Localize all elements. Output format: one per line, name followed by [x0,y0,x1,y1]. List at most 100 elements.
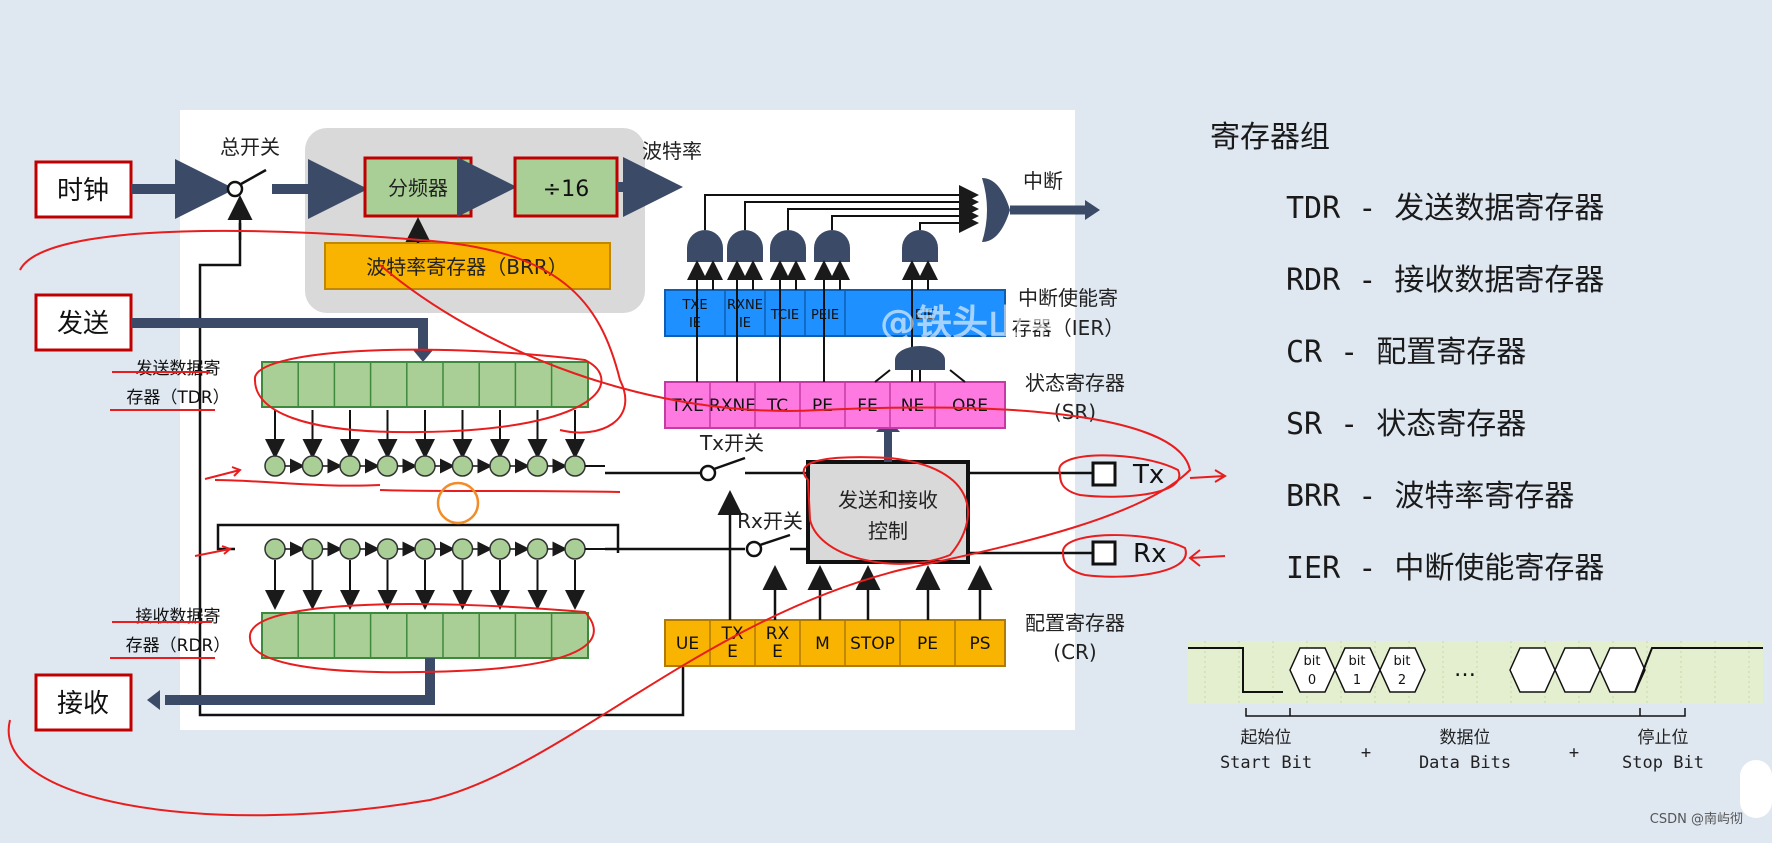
side-handle[interactable] [1740,760,1772,818]
shift-bit [564,455,586,477]
stop-bit-en: Stop Bit [1622,753,1704,773]
interrupt-label: 中断 [1023,169,1063,193]
baud-rate-label: 波特率 [642,139,702,163]
shift-bit [564,538,586,560]
send-label: 发送 [57,309,109,339]
ue-control-line [198,223,685,717]
bit-cell [1599,647,1646,693]
plus-2: + [1569,743,1579,763]
ier-cell-2: TCIE [770,308,799,323]
sr-label-line1: 状态寄存器 [1025,371,1125,395]
shift-bit [339,455,361,477]
clock-label: 时钟 [57,176,109,206]
stop-bit-wave [1634,647,1763,693]
rx-switch-blade [759,533,791,547]
send-arrowhead [413,350,433,362]
sr-cell-4: FE [857,396,878,416]
shift-bit [301,538,324,560]
registers-title: 寄存器组 [1210,120,1330,155]
shift-bit [376,538,399,560]
tdr-label-line1: 发送数据寄 [136,359,221,379]
watermark: @铁头山羊 [880,303,1060,344]
ier-cell-1: IE [739,316,751,331]
and-gate [770,230,806,262]
ier-cell-4: EIE [915,308,935,323]
interrupt-wire [919,213,979,233]
sr-cell-3: PE [812,396,833,416]
ier-label-line2: 存器（IER） [1012,316,1124,340]
sr-cell-5: NE [901,396,924,416]
or-gate-ne [895,346,945,370]
brr-register [324,242,611,290]
start-bit-cn: 起始位 [1241,728,1292,748]
or-gate [982,178,1010,242]
rx-switch-node [745,540,763,558]
and-gate [902,230,938,262]
interrupt-gates [687,185,993,620]
sr-cell-2: TC [766,396,788,416]
cr-cell-2: E [772,642,783,662]
tx-pin [1091,461,1117,487]
ier-body [664,289,1006,337]
register-item-5: IER - 中断使能寄存器 [1286,551,1604,586]
div16-box [513,156,619,218]
shift-bit [526,538,549,560]
and-gate [727,230,763,262]
bit-label-2: bit [1394,654,1411,669]
register-item-2: CR - 配置寄存器 [1286,335,1526,370]
send-arrow [131,318,428,350]
tx-shift-register [264,410,605,477]
rdr-label-line1: 接收数据寄 [136,607,221,627]
master-switch-label: 总开关 [220,135,280,159]
rx-pin [1091,540,1117,566]
div16-label: ÷16 [543,177,589,202]
brr-label: 波特率寄存器（BRR） [366,255,568,279]
start-bit-wave [1188,647,1283,693]
interrupt-arrowhead [1085,200,1100,220]
cr-cell-2: RX [766,624,790,644]
ier-cell-0: IE [689,316,701,331]
shift-bit [414,538,436,560]
cr-cell-5: PE [917,634,938,654]
bit-label-0: bit [1304,654,1321,669]
register-item-0: TDR - 发送数据寄存器 [1286,191,1604,226]
data-bits-cn: 数据位 [1440,728,1491,748]
bit-cell [1509,647,1556,693]
bit-cell [1379,647,1426,693]
shift-bit [489,538,511,560]
start-bit-en: Start Bit [1220,753,1312,773]
sr-cell-6: ORE [952,396,988,416]
bit-index-0: 0 [1308,673,1316,688]
register-item-1: RDR - 接收数据寄存器 [1286,263,1604,298]
cr-cell-0: UE [676,634,699,654]
bit-label-1: bit [1349,654,1366,669]
sr-body [664,381,1006,429]
tx-switch-node [699,464,717,482]
footer-credit: CSDN @南屿彻 [1650,811,1743,827]
shift-bit [489,455,511,477]
and-gate [687,230,723,262]
timing-ellipsis: … [1454,657,1476,682]
and-gate [814,230,850,262]
shift-bit [264,538,286,560]
tx-switch-label: Tx开关 [699,431,764,455]
ier-cell-0: TXE [681,298,707,313]
master-switch-blade [240,168,267,186]
shift-bit [414,455,436,477]
shift-bit [526,455,549,477]
receive-arrowhead [147,690,160,710]
shift-bit [264,455,286,477]
rx-pin-label: Rx [1133,539,1166,569]
cr-cell-1: TX [720,624,743,644]
shift-bit [301,455,324,477]
master-switch-node [226,180,244,198]
rx-switch-label: Rx开关 [737,509,803,533]
tx-switch-blade [713,456,746,471]
ore-wire [949,369,966,383]
cr-label-line1: 配置寄存器 [1025,611,1125,635]
register-item-4: BRR - 波特率寄存器 [1286,479,1574,514]
